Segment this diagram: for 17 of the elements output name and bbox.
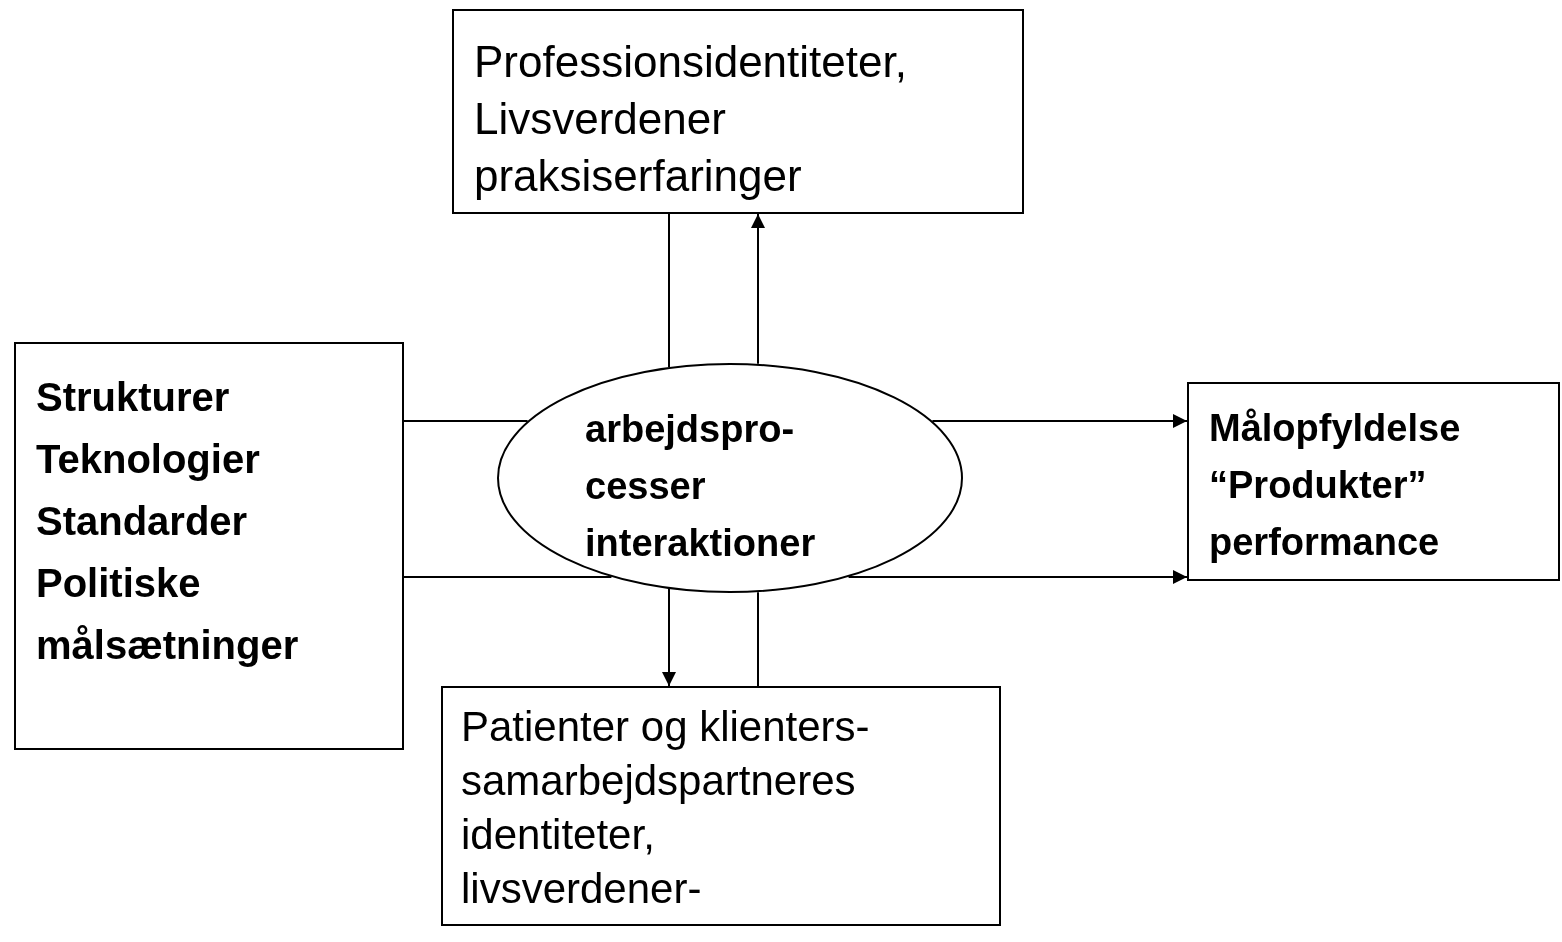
node-text: Professionsidentiteter, Livsverdener praksiserfaringer	[474, 36, 908, 202]
connector-line	[757, 591, 759, 687]
text-box	[441, 686, 1001, 926]
text-box	[452, 9, 1024, 214]
node-text: Strukturer Teknologier Standarder Politiske målsætninger	[36, 374, 299, 669]
arrow	[662, 588, 676, 687]
arrow	[751, 213, 765, 365]
node-text: Patienter og klienters- samarbejdspartneres identiteter, livsverdener-	[461, 702, 871, 914]
text-box	[14, 342, 404, 750]
connector-line	[403, 420, 529, 422]
connector-line	[403, 576, 613, 578]
arrow	[931, 414, 1188, 428]
text-box	[1187, 382, 1560, 581]
node-text: Målopfyldelse “Produkter” performance	[1209, 406, 1461, 565]
node-text: arbejdspro- cesser interaktioner	[585, 407, 816, 566]
connector-line	[668, 213, 670, 368]
arrow	[847, 570, 1188, 584]
